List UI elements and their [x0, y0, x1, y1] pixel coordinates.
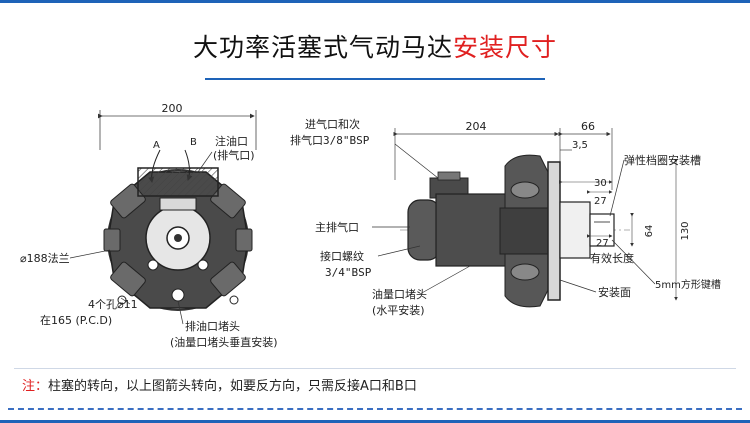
holes-label: 4个孔⌀11 [88, 298, 138, 311]
note-label: 注： [22, 379, 49, 394]
port-thread-label: 接口螺纹 [320, 249, 364, 263]
drain-plug-note: (油量口堵头垂直安装) [170, 335, 278, 349]
circlip-groove-label: 弹性档圈安装槽 [624, 153, 701, 167]
dim-204-label: 204 [466, 120, 487, 133]
title-accent: 安装尺寸 [453, 33, 558, 62]
bottom-frame-line [0, 420, 750, 423]
rotation-arrow-a [148, 149, 161, 183]
front-dim-200: 200 [98, 102, 257, 150]
brand-plate [159, 197, 197, 211]
title-main: 大功率活塞式气动马达 [192, 33, 453, 62]
pilot-spigot [559, 201, 591, 259]
dim-66-label: 66 [581, 120, 595, 133]
mount-face-label: 安装面 [598, 285, 631, 299]
oil-inlet-label: 注油口 [215, 134, 248, 148]
dim-200-label: 200 [162, 102, 183, 115]
cylinders [103, 183, 253, 297]
shaft-center [174, 234, 182, 242]
side-view: 204 66 3,5 [290, 117, 721, 317]
dim-64-label: 64 [644, 225, 655, 238]
dim-3-5-label: 3,5 [572, 140, 588, 151]
note-text: 柱塞的转向，以上图箭头转向，如要反方向，只需反接A口和B口 [48, 379, 417, 394]
rotation-note: 注：柱塞的转向，以上图箭头转向，如要反方向，只需反接A口和B口 [22, 375, 417, 394]
rear-cap [407, 199, 441, 261]
page-title: 大功率活塞式气动马达安装尺寸 [0, 28, 750, 64]
exhaust-label: (排气口) [213, 148, 255, 162]
pcd-label: 在165 (P.C.D) [40, 314, 112, 327]
port-a-label: A [153, 140, 160, 151]
top-frame-line [0, 0, 750, 3]
dim-30-label: 30 [594, 178, 607, 189]
front-view: 200 [20, 102, 278, 349]
note-box [14, 368, 736, 399]
drain-port [171, 288, 185, 302]
output-shaft [589, 213, 615, 247]
port-thread-size: 3/4"BSP [325, 266, 372, 279]
mounting-flange [547, 161, 561, 301]
main-exhaust-label: 主排气口 [315, 220, 359, 234]
oil-plug-label: 油量口堵头 [372, 287, 427, 301]
inlet-label-1: 进气口和次 [305, 117, 360, 131]
cylinder-bank [499, 207, 549, 255]
crankcase [435, 193, 507, 267]
dim-27-bottom-label: 27 [596, 238, 609, 249]
oil-plug-note: (水平安装) [372, 303, 425, 317]
dashed-divider [8, 408, 742, 410]
dim-27-top-label: 27 [594, 196, 607, 207]
key-slot-label: 5mm方形键槽 [655, 278, 721, 291]
drain-plug-label: 排油口堵头 [185, 319, 240, 333]
port-b-label: B [190, 137, 197, 148]
dim-130-label: 130 [680, 221, 691, 240]
rotation-arrow-b [184, 149, 193, 181]
mount-hole [229, 295, 239, 305]
title-underline [205, 78, 545, 80]
technical-drawing: 200 [20, 102, 721, 349]
flange-label: ⌀188法兰 [20, 251, 70, 265]
cylinder-heads [504, 154, 549, 308]
valve-block-section [137, 167, 219, 197]
inlet-label-2: 排气口3/8"BSP [290, 133, 370, 147]
mount-hole [117, 295, 127, 305]
effective-length-label: 有效长度 [590, 251, 634, 265]
